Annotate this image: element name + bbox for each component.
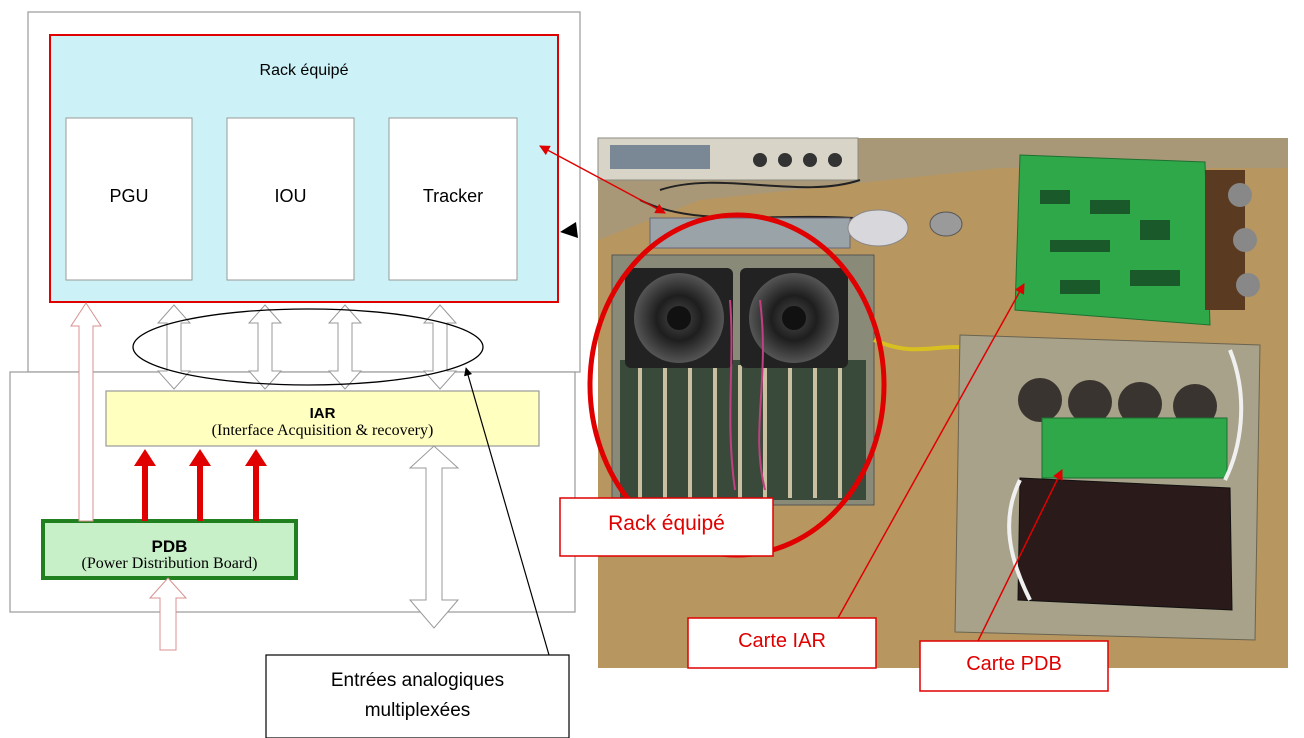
rack-slots	[620, 360, 866, 500]
metal-part-2	[930, 212, 962, 236]
oscilloscope-screen	[610, 145, 710, 169]
iar-subtitle: (Interface Acquisition & recovery)	[106, 422, 539, 440]
rack-title: Rack équipé	[50, 62, 558, 80]
hardware-photo	[540, 138, 1288, 691]
iar-board	[1015, 155, 1260, 325]
dcdc-converter	[1018, 478, 1232, 610]
metal-part-1	[848, 210, 908, 246]
pdb-pcb	[1042, 418, 1227, 478]
callout-line-1: Entrées analogiques	[266, 670, 569, 692]
photo-iar-label: Carte IAR	[688, 630, 876, 653]
iou-label: IOU	[227, 186, 354, 207]
callout-box	[266, 655, 569, 738]
iar-title: IAR	[106, 405, 539, 422]
pgu-label: PGU	[66, 186, 192, 207]
callout-line-2: multiplexées	[266, 700, 569, 722]
pdb-subtitle: (Power Distribution Board)	[43, 555, 296, 573]
tracker-label: Tracker	[389, 186, 517, 207]
rack-unit	[612, 255, 874, 505]
photo-pdb-label: Carte PDB	[920, 653, 1108, 676]
pdb-title: PDB	[43, 537, 296, 557]
photo-rack-label: Rack équipé	[560, 512, 773, 536]
iar-pcb	[1015, 155, 1210, 325]
